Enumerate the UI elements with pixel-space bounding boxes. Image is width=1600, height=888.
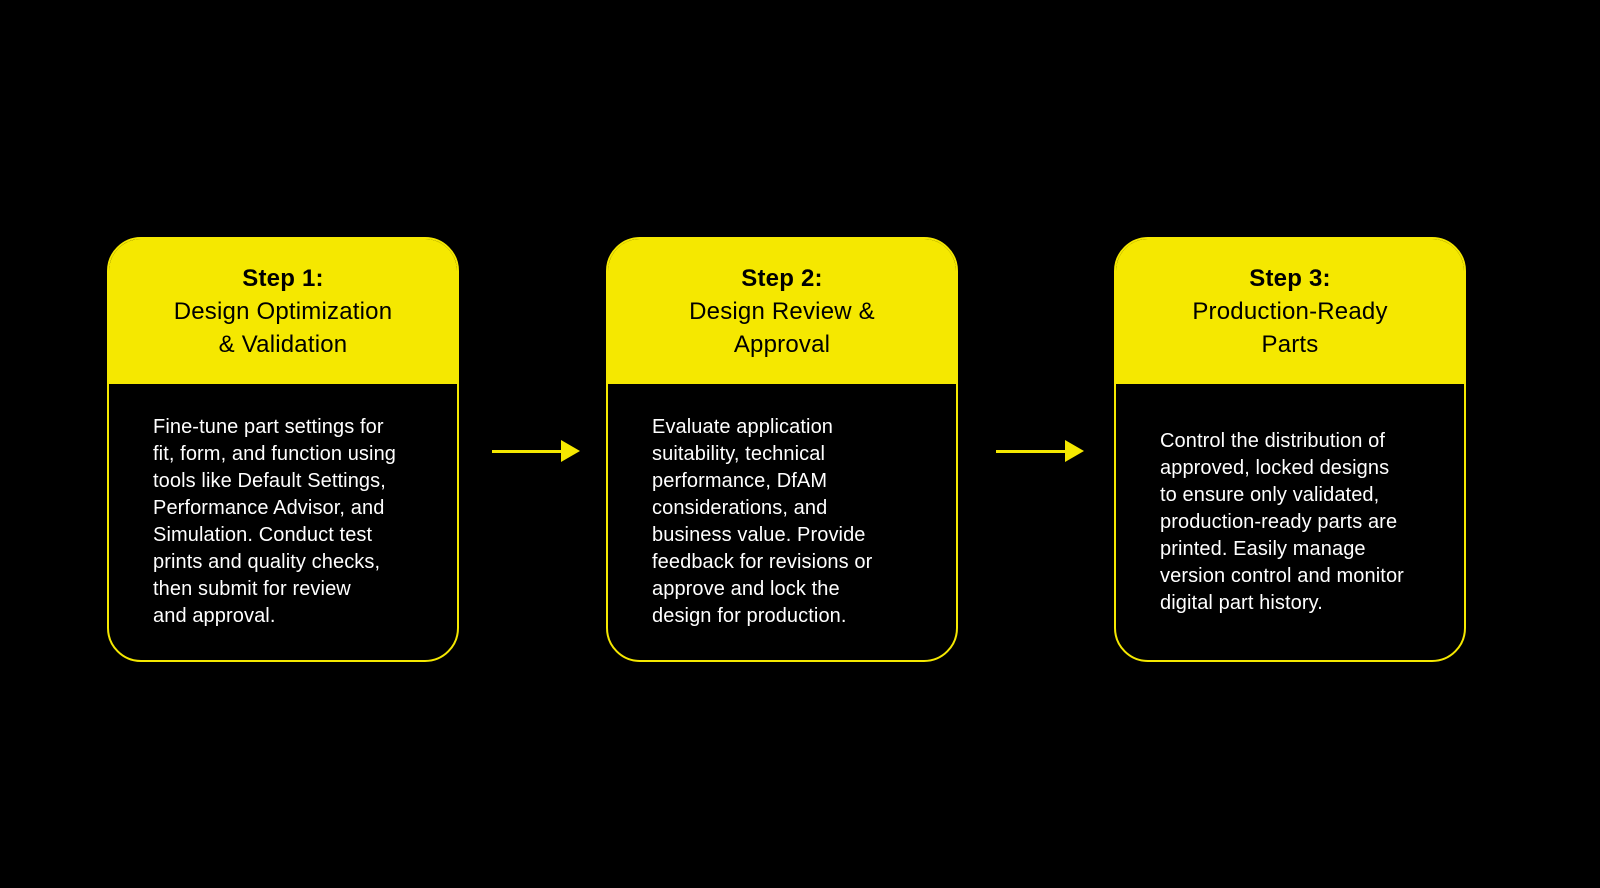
- arrow-right-icon: [996, 439, 1084, 463]
- step-1-header: Step 1: Design Optimization & Validation: [109, 239, 457, 384]
- step-1-label: Step 1:: [242, 265, 324, 292]
- arrow-right-icon: [492, 439, 580, 463]
- step-3-title: Production-Ready Parts: [1192, 298, 1388, 358]
- step-2-description: Evaluate application suitability, techni…: [652, 416, 873, 627]
- step-2-title: Design Review & Approval: [689, 298, 875, 358]
- arrow-line: [492, 449, 562, 453]
- arrow-head: [1065, 440, 1084, 462]
- step-2-header: Step 2: Design Review & Approval: [608, 239, 956, 384]
- step-card-2: Step 2: Design Review & Approval Evaluat…: [606, 237, 958, 662]
- step-2-label: Step 2:: [741, 265, 823, 292]
- arrow-head: [561, 440, 580, 462]
- step-card-3: Step 3: Production-Ready Parts Control t…: [1114, 237, 1466, 662]
- step-2-body: Evaluate application suitability, techni…: [608, 384, 956, 660]
- step-card-1: Step 1: Design Optimization & Validation…: [107, 237, 459, 662]
- arrow-line: [996, 449, 1066, 453]
- step-1-description: Fine-tune part settings for fit, form, a…: [153, 416, 397, 627]
- step-1-body: Fine-tune part settings for fit, form, a…: [109, 384, 457, 660]
- step-3-body: Control the distribution of approved, lo…: [1116, 384, 1464, 660]
- step-3-description: Control the distribution of approved, lo…: [1160, 429, 1404, 614]
- step-3-header: Step 3: Production-Ready Parts: [1116, 239, 1464, 384]
- step-3-label: Step 3:: [1249, 265, 1331, 292]
- step-1-title: Design Optimization & Validation: [173, 298, 393, 358]
